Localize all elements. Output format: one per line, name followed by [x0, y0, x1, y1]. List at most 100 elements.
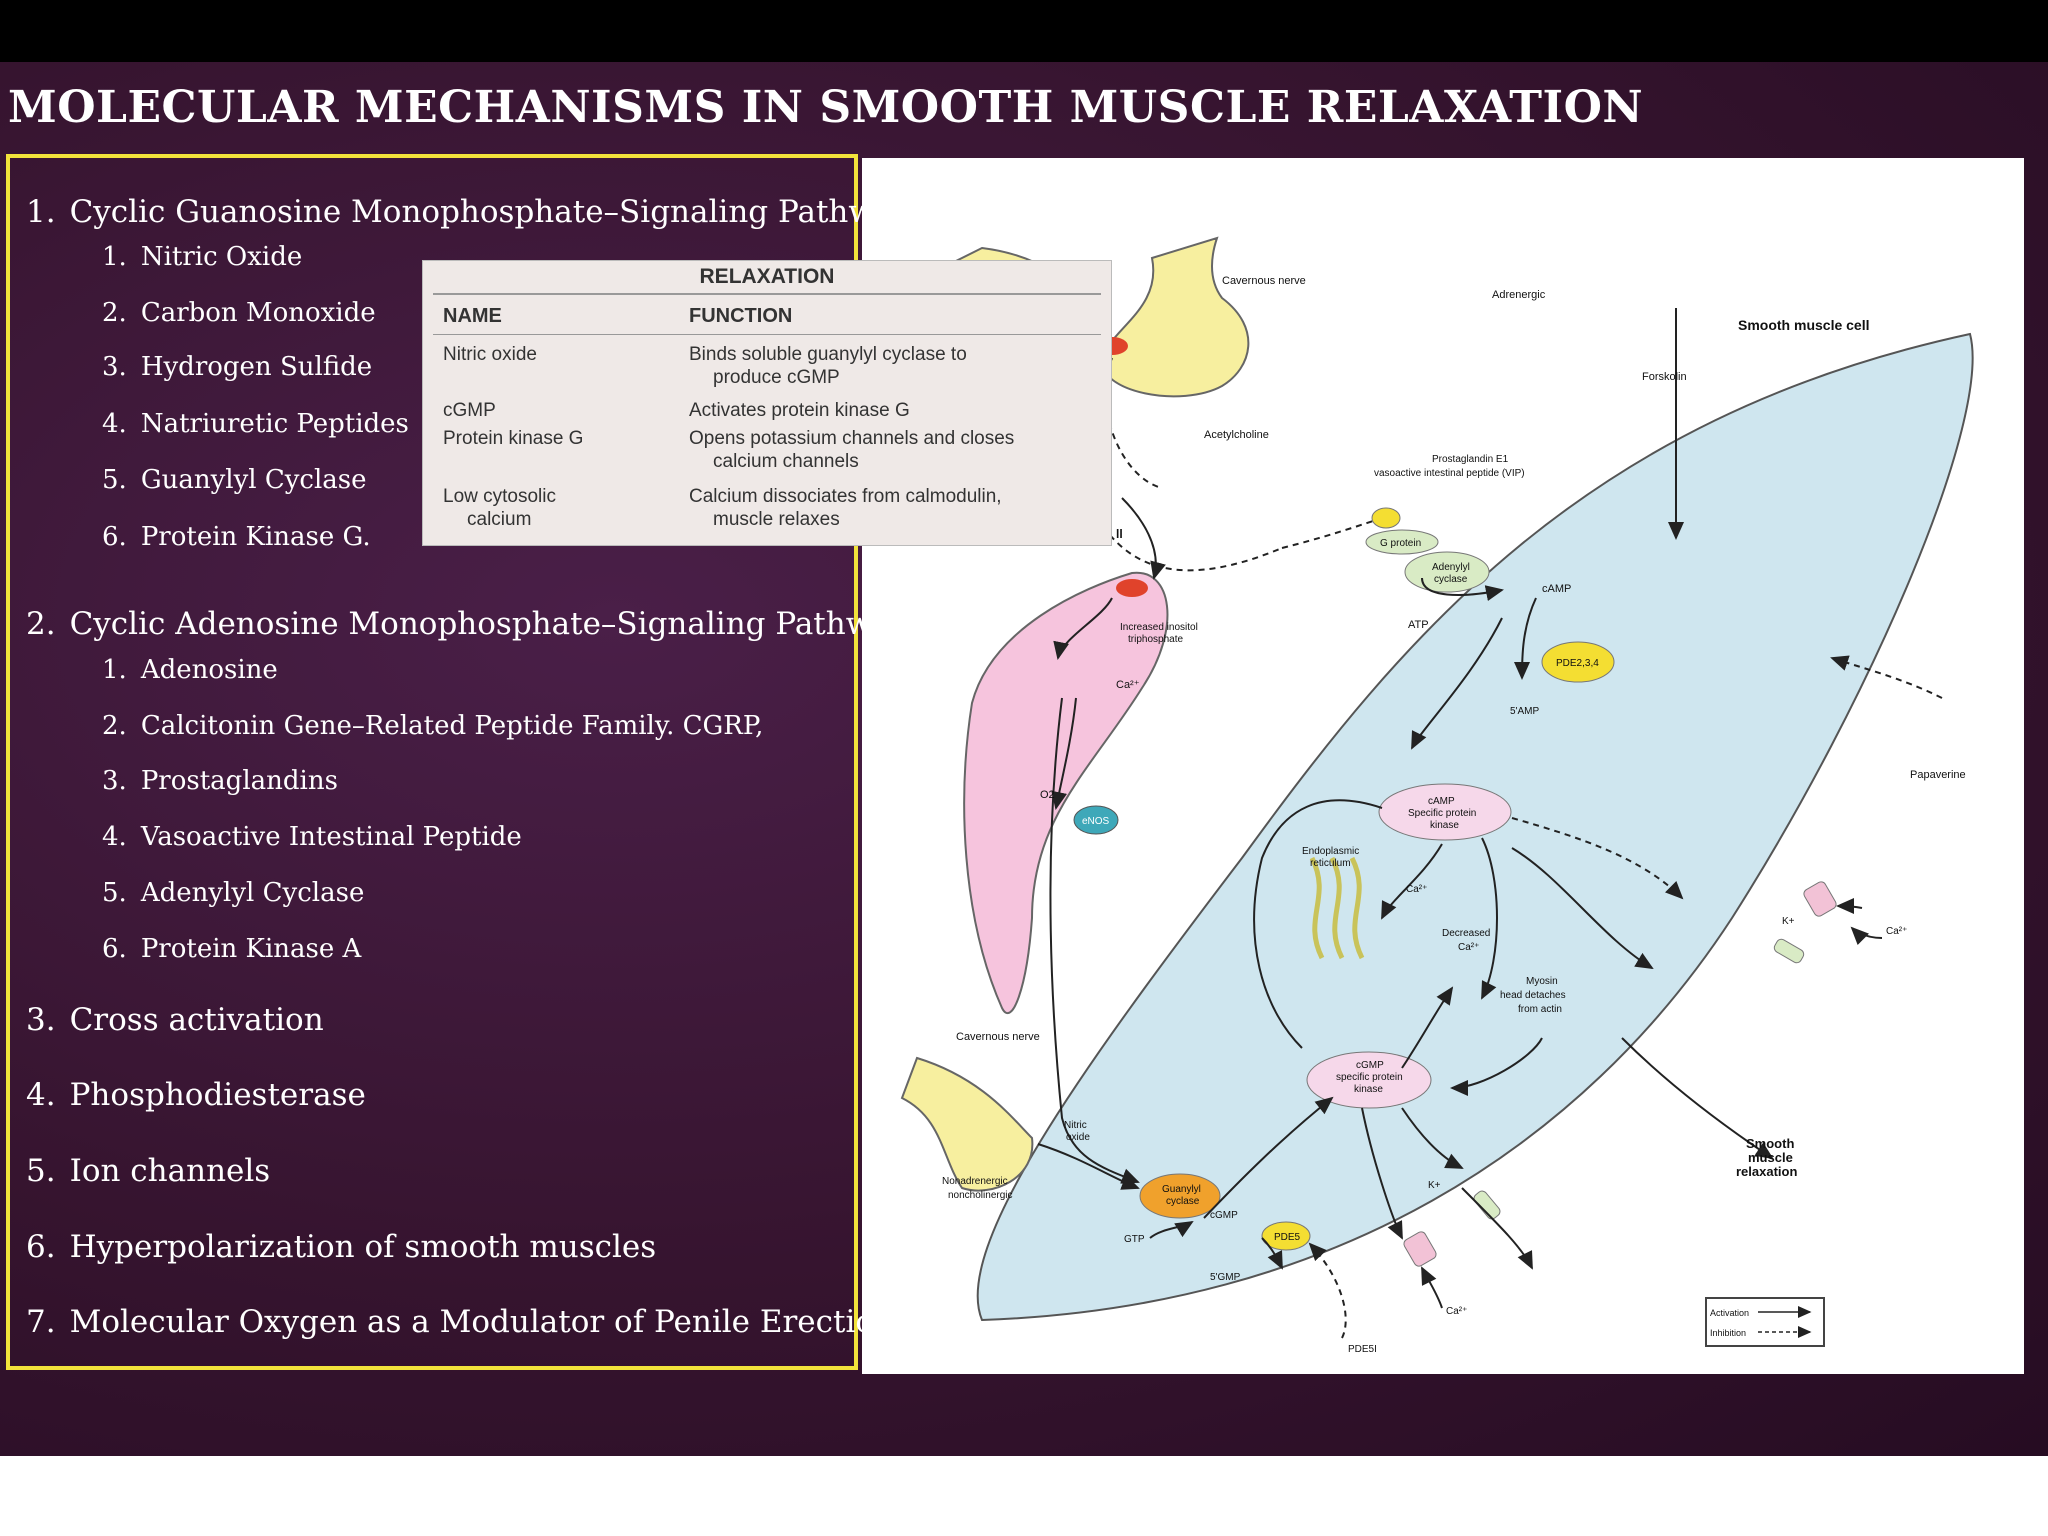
label-forskolin: Forskolin [1642, 371, 1687, 383]
label-adenylyl-2: cyclase [1434, 574, 1468, 585]
label-atp: ATP [1408, 619, 1429, 631]
table-cell-name: Protein kinase G [443, 428, 584, 449]
label-gtp: GTP [1124, 1234, 1145, 1245]
table-caption: RELAXATION [699, 265, 835, 288]
label-ca-bottom: Ca²⁺ [1446, 1306, 1467, 1317]
outline-item-2: 2.Cyclic Adenosine Monophosphate–Signali… [26, 606, 909, 642]
vip-receptor [1371, 507, 1401, 529]
outline-subitem: 5.Guanylyl Cyclase [102, 465, 367, 495]
label-adenylyl-1: Adenylyl [1432, 562, 1470, 573]
table-rule-header [433, 334, 1101, 335]
outline-subitem: 1.Adenosine [102, 655, 278, 685]
label-5amp: 5'AMP [1510, 706, 1539, 717]
label-nanc-1: Nonadrenergic [942, 1176, 1008, 1187]
pde5-node [1261, 1221, 1311, 1251]
label-ca-er: Ca²⁺ [1406, 884, 1427, 895]
outline-subitem: 3.Hydrogen Sulfide [102, 352, 373, 382]
label-camp-kinase-3: kinase [1430, 820, 1459, 831]
label-smooth-relax-2: muscle [1748, 1150, 1793, 1165]
ion-channel-bottom-k [1473, 1190, 1501, 1220]
acetylcholine-receptor [1116, 579, 1148, 597]
table-rule-top [433, 293, 1101, 295]
label-pde234: PDE2,3,4 [1556, 658, 1599, 669]
label-smooth-relax-3: relaxation [1736, 1164, 1797, 1179]
label-er-1: Endoplasmic [1302, 846, 1359, 857]
outline-item-1: 1.Cyclic Guanosine Monophosphate–Signali… [26, 194, 917, 230]
label-enos: eNOS [1082, 816, 1110, 827]
bottom-white-bar [0, 1456, 2048, 1536]
outline-item-7: 7.Molecular Oxygen as a Modulator of Pen… [26, 1304, 894, 1340]
outline-subitem: 2.Calcitonin Gene–Related Peptide Family… [102, 711, 764, 741]
label-smooth-relax-1: Smooth [1746, 1136, 1794, 1151]
label-myosin-2: head detaches [1500, 990, 1566, 1001]
label-guanylyl-2: cyclase [1166, 1196, 1200, 1207]
top-black-bar [0, 0, 2048, 62]
label-ca-endo: Ca²⁺ [1116, 679, 1140, 691]
label-cavernous-nerve-bottom: Cavernous nerve [956, 1031, 1040, 1043]
camp-kinase-node [1378, 783, 1512, 841]
table-cell-function: Activates protein kinase G [689, 400, 910, 421]
outline-item-3: 3.Cross activation [26, 1002, 324, 1038]
relaxation-table: RELAXATION NAME FUNCTION Nitric oxide Bi… [422, 260, 1112, 546]
label-acetylcholine: Acetylcholine [1204, 429, 1269, 441]
table-cell-function: Binds soluble guanylyl cyclase to produc… [689, 344, 967, 388]
table-cell-function: Opens potassium channels and closes calc… [689, 428, 1015, 472]
label-nitric-2: oxide [1066, 1132, 1090, 1143]
label-k-bottom: K+ [1428, 1180, 1441, 1191]
label-ca-right: Ca²⁺ [1886, 926, 1907, 937]
label-smooth-muscle-cell: Smooth muscle cell [1738, 317, 1869, 333]
outline-subitem: 1.Nitric Oxide [102, 242, 303, 272]
cgmp-kinase-node [1306, 1051, 1432, 1109]
label-k-right: K+ [1782, 916, 1795, 927]
label-o2: O2 [1040, 789, 1055, 801]
table-cell-function: Calcium dissociates from calmodulin, mus… [689, 486, 1002, 530]
label-guanylyl-1: Guanylyl [1162, 1184, 1201, 1195]
label-l-fragment: ll [1116, 527, 1123, 541]
cavernous-nerve-bottom-shape [900, 1056, 1034, 1192]
outline-subitem: 6.Protein Kinase A [102, 934, 362, 964]
table-cell-name: cGMP [443, 400, 496, 421]
label-myosin-3: from actin [1518, 1004, 1562, 1015]
label-decreased-1: Decreased [1442, 928, 1490, 939]
label-ip3-1: Increased inositol [1120, 622, 1198, 633]
slide-title: MOLECULAR MECHANISMS IN SMOOTH MUSCLE RE… [8, 82, 1644, 133]
label-er-2: reticulum [1310, 858, 1351, 869]
table-cell-name: Nitric oxide [443, 344, 537, 365]
label-adrenergic: Adrenergic [1492, 289, 1546, 301]
outline-subitem: 6.Protein Kinase G. [102, 522, 371, 552]
label-decreased-2: Ca²⁺ [1458, 942, 1479, 953]
label-cgmp-kinase-3: kinase [1354, 1084, 1383, 1095]
label-cgmp-kinase-1: cGMP [1356, 1060, 1384, 1071]
label-camp-top: cAMP [1542, 583, 1571, 595]
label-cavernous-nerve-top: Cavernous nerve [1222, 275, 1306, 287]
label-prostaglandin-e1: Prostaglandin E1 [1432, 454, 1509, 465]
guanylyl-cyclase-node [1139, 1173, 1221, 1219]
label-myosin-1: Myosin [1526, 976, 1558, 987]
label-cgmp-kinase-2: specific protein [1336, 1072, 1403, 1083]
label-g-protein: G protein [1380, 538, 1421, 549]
table-header-function: FUNCTION [689, 305, 793, 327]
legend-inhibition: Inhibition [1710, 1328, 1746, 1338]
ion-channel-right-k [1773, 938, 1805, 964]
pde234-node [1541, 641, 1615, 683]
table-header-name: NAME [443, 305, 502, 327]
table-cell-name: Low cytosolic calcium [443, 486, 556, 530]
label-pde5i: PDE5I [1348, 1344, 1377, 1355]
label-papaverine: Papaverine [1910, 769, 1966, 781]
label-pde5: PDE5 [1274, 1232, 1301, 1243]
label-vip: vasoactive intestinal peptide (VIP) [1374, 468, 1525, 479]
smooth-muscle-diagram: Cavernous nerve Adrenergic Smooth muscle… [900, 236, 1974, 1355]
label-camp-kinase-1: cAMP [1428, 796, 1455, 807]
adenylyl-cyclase-node [1404, 551, 1490, 593]
legend-activation: Activation [1710, 1308, 1749, 1318]
label-5gmp: 5'GMP [1210, 1272, 1241, 1283]
outline-subitem: 3.Prostaglandins [102, 766, 338, 796]
slide: MOLECULAR MECHANISMS IN SMOOTH MUSCLE RE… [0, 62, 2048, 1456]
ion-channel-right-ca [1803, 881, 1837, 917]
label-camp-kinase-2: Specific protein [1408, 808, 1476, 819]
label-ip3-2: triphosphate [1128, 634, 1183, 645]
g-protein-node [1365, 529, 1439, 555]
label-cgmp: cGMP [1210, 1210, 1238, 1221]
outline-subitem: 2.Carbon Monoxide [102, 298, 376, 328]
outline-subitem: 4.Natriuretic Peptides [102, 409, 409, 439]
